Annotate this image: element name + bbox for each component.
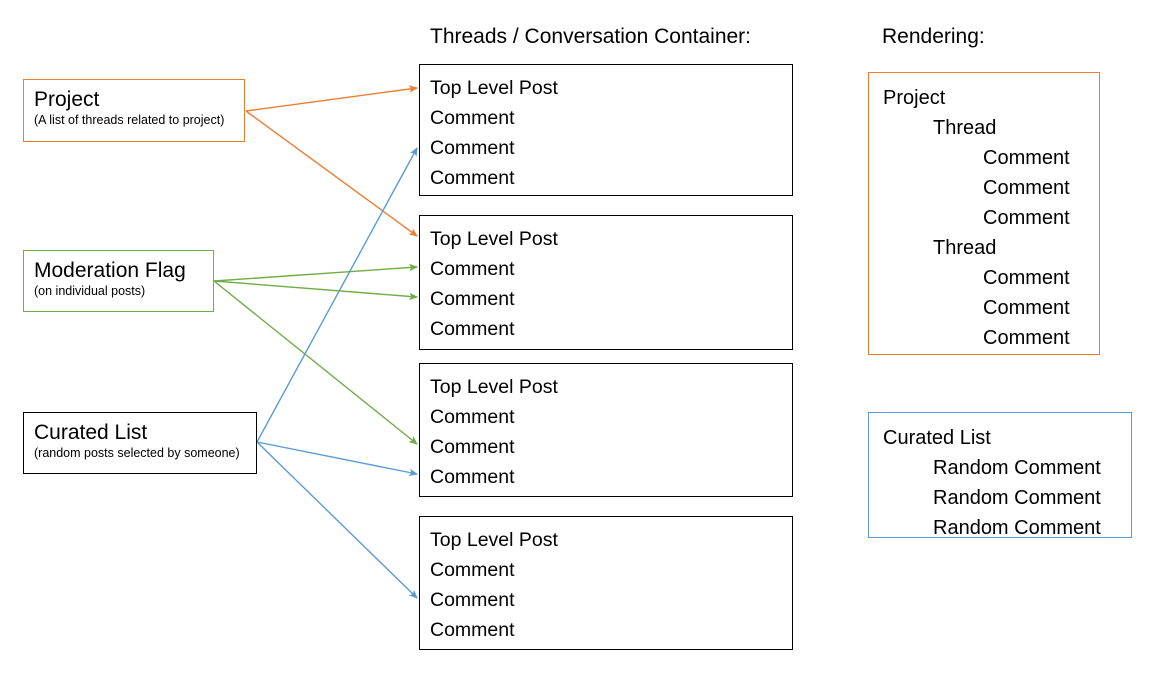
thread-4-line-1: Top Level Post [430, 529, 558, 551]
render-project-line-9: Comment [983, 327, 1070, 349]
render-curated-line-4: Random Comment [933, 517, 1101, 539]
thread-3-line-1: Top Level Post [430, 376, 558, 398]
thread-2-line-4: Comment [430, 318, 515, 340]
arrow-curated-list-to-thread-1-comment-2 [256, 147, 418, 443]
source-title-curated-list: Curated List [34, 421, 148, 444]
arrow-moderation-flag-to-thread-2-comment-1 [213, 263, 419, 282]
source-box-curated-list[interactable]: Curated List (random posts selected by s… [23, 412, 257, 474]
arrow-project-to-thread-2-top-level-post [245, 110, 418, 237]
render-project-line-8: Comment [983, 297, 1070, 319]
render-curated-line-1: Curated List [883, 427, 991, 449]
arrow-curated-list-to-thread-4-comment-2 [256, 441, 418, 599]
thread-3-line-2: Comment [430, 406, 515, 428]
render-project-line-6: Thread [933, 237, 997, 259]
thread-2-line-2: Comment [430, 258, 515, 280]
thread-2-line-1: Top Level Post [430, 228, 558, 250]
thread-container-3[interactable]: Top Level Post Comment Comment Comment [419, 363, 793, 497]
thread-3-line-4: Comment [430, 466, 515, 488]
thread-container-2[interactable]: Top Level Post Comment Comment Comment [419, 215, 793, 350]
thread-1-line-1: Top Level Post [430, 77, 558, 99]
thread-1-line-4: Comment [430, 167, 515, 189]
source-subtitle-curated-list: (random posts selected by someone) [34, 446, 240, 460]
source-box-project[interactable]: Project (A list of threads related to pr… [23, 79, 245, 142]
render-curated-line-3: Random Comment [933, 487, 1101, 509]
thread-container-1[interactable]: Top Level Post Comment Comment Comment [419, 64, 793, 196]
rendering-box-curated-list[interactable]: Curated List Random Comment Random Comme… [868, 412, 1132, 539]
render-project-line-3: Comment [983, 147, 1070, 169]
thread-1-line-2: Comment [430, 107, 515, 129]
arrow-curated-list-to-thread-3-comment-3 [256, 441, 419, 477]
source-title-project: Project [34, 88, 100, 111]
render-project-line-2: Thread [933, 117, 997, 139]
render-project-line-4: Comment [983, 177, 1070, 199]
rendering-column-heading: Rendering: [882, 25, 985, 48]
render-project-line-5: Comment [983, 207, 1070, 229]
thread-4-line-3: Comment [430, 589, 515, 611]
thread-4-line-2: Comment [430, 559, 515, 581]
source-title-moderation-flag: Moderation Flag [34, 259, 186, 282]
render-curated-line-2: Random Comment [933, 457, 1101, 479]
source-box-moderation-flag[interactable]: Moderation Flag (on individual posts) [23, 250, 214, 312]
rendering-box-project[interactable]: Project Thread Comment Comment Comment T… [868, 72, 1100, 355]
threads-column-heading: Threads / Conversation Container: [430, 25, 751, 48]
source-subtitle-project: (A list of threads related to project) [34, 113, 225, 127]
source-subtitle-moderation-flag: (on individual posts) [34, 284, 146, 298]
thread-1-line-3: Comment [430, 137, 515, 159]
thread-container-4[interactable]: Top Level Post Comment Comment Comment [419, 516, 793, 650]
thread-2-line-3: Comment [430, 288, 515, 310]
thread-4-line-4: Comment [430, 619, 515, 641]
arrow-moderation-flag-to-thread-2-comment-2 [213, 280, 419, 301]
thread-3-line-3: Comment [430, 436, 515, 458]
arrow-project-to-thread-1-top-level-post [245, 85, 419, 112]
render-project-line-1: Project [883, 87, 946, 109]
render-project-line-7: Comment [983, 267, 1070, 289]
